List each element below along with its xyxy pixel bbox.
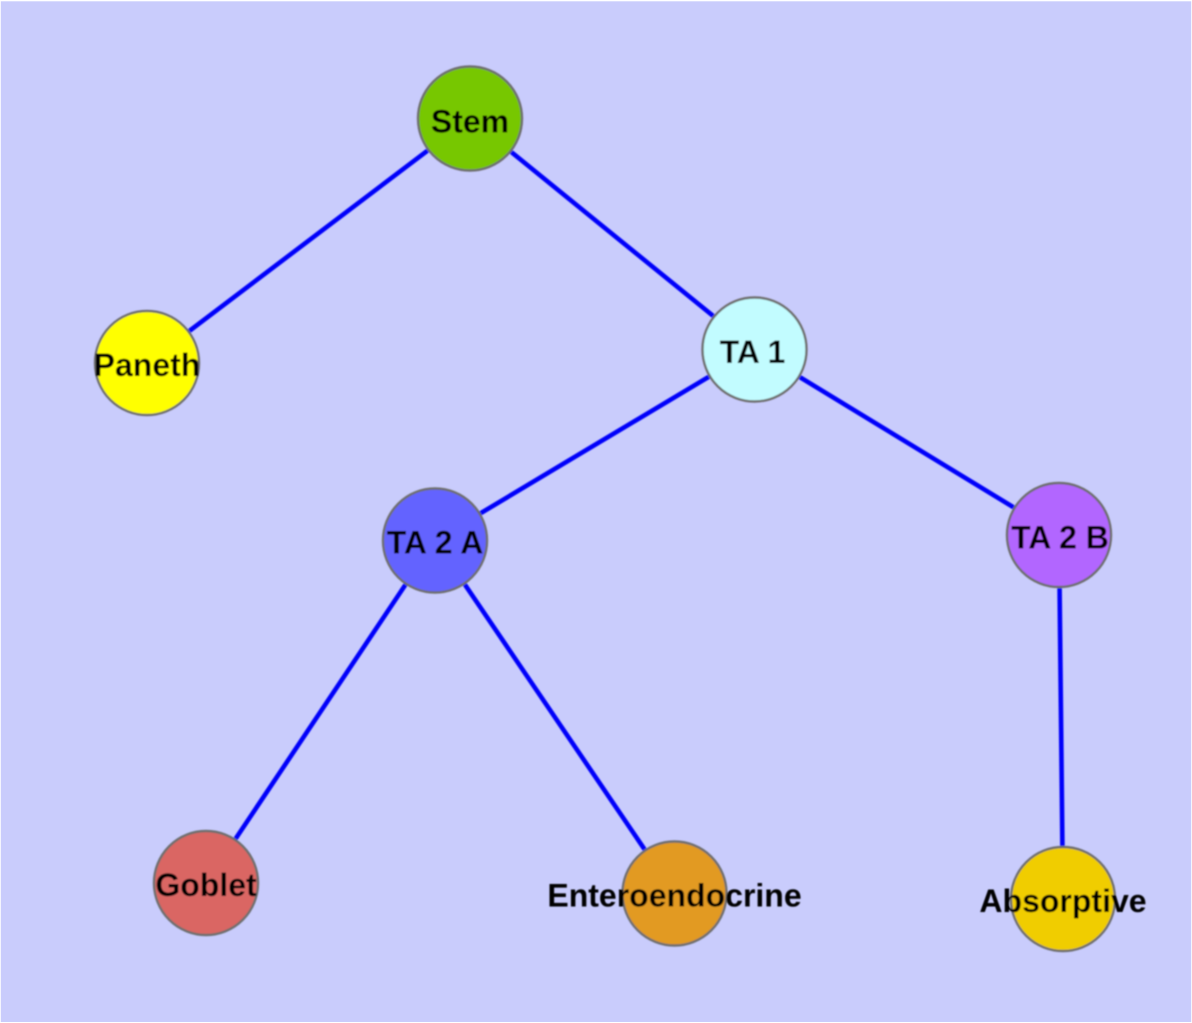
svg-text:Goblet: Goblet (155, 867, 257, 903)
svg-text:Absorptive: Absorptive (979, 883, 1146, 919)
svg-text:TA 2 B: TA 2 B (1011, 519, 1109, 555)
svg-text:TA 2 A: TA 2 A (387, 524, 484, 560)
svg-text:TA 1: TA 1 (720, 334, 786, 370)
svg-text:Paneth: Paneth (94, 347, 201, 383)
svg-text:Stem: Stem (431, 103, 509, 139)
svg-text:Enteroendocrine: Enteroendocrine (547, 877, 801, 913)
